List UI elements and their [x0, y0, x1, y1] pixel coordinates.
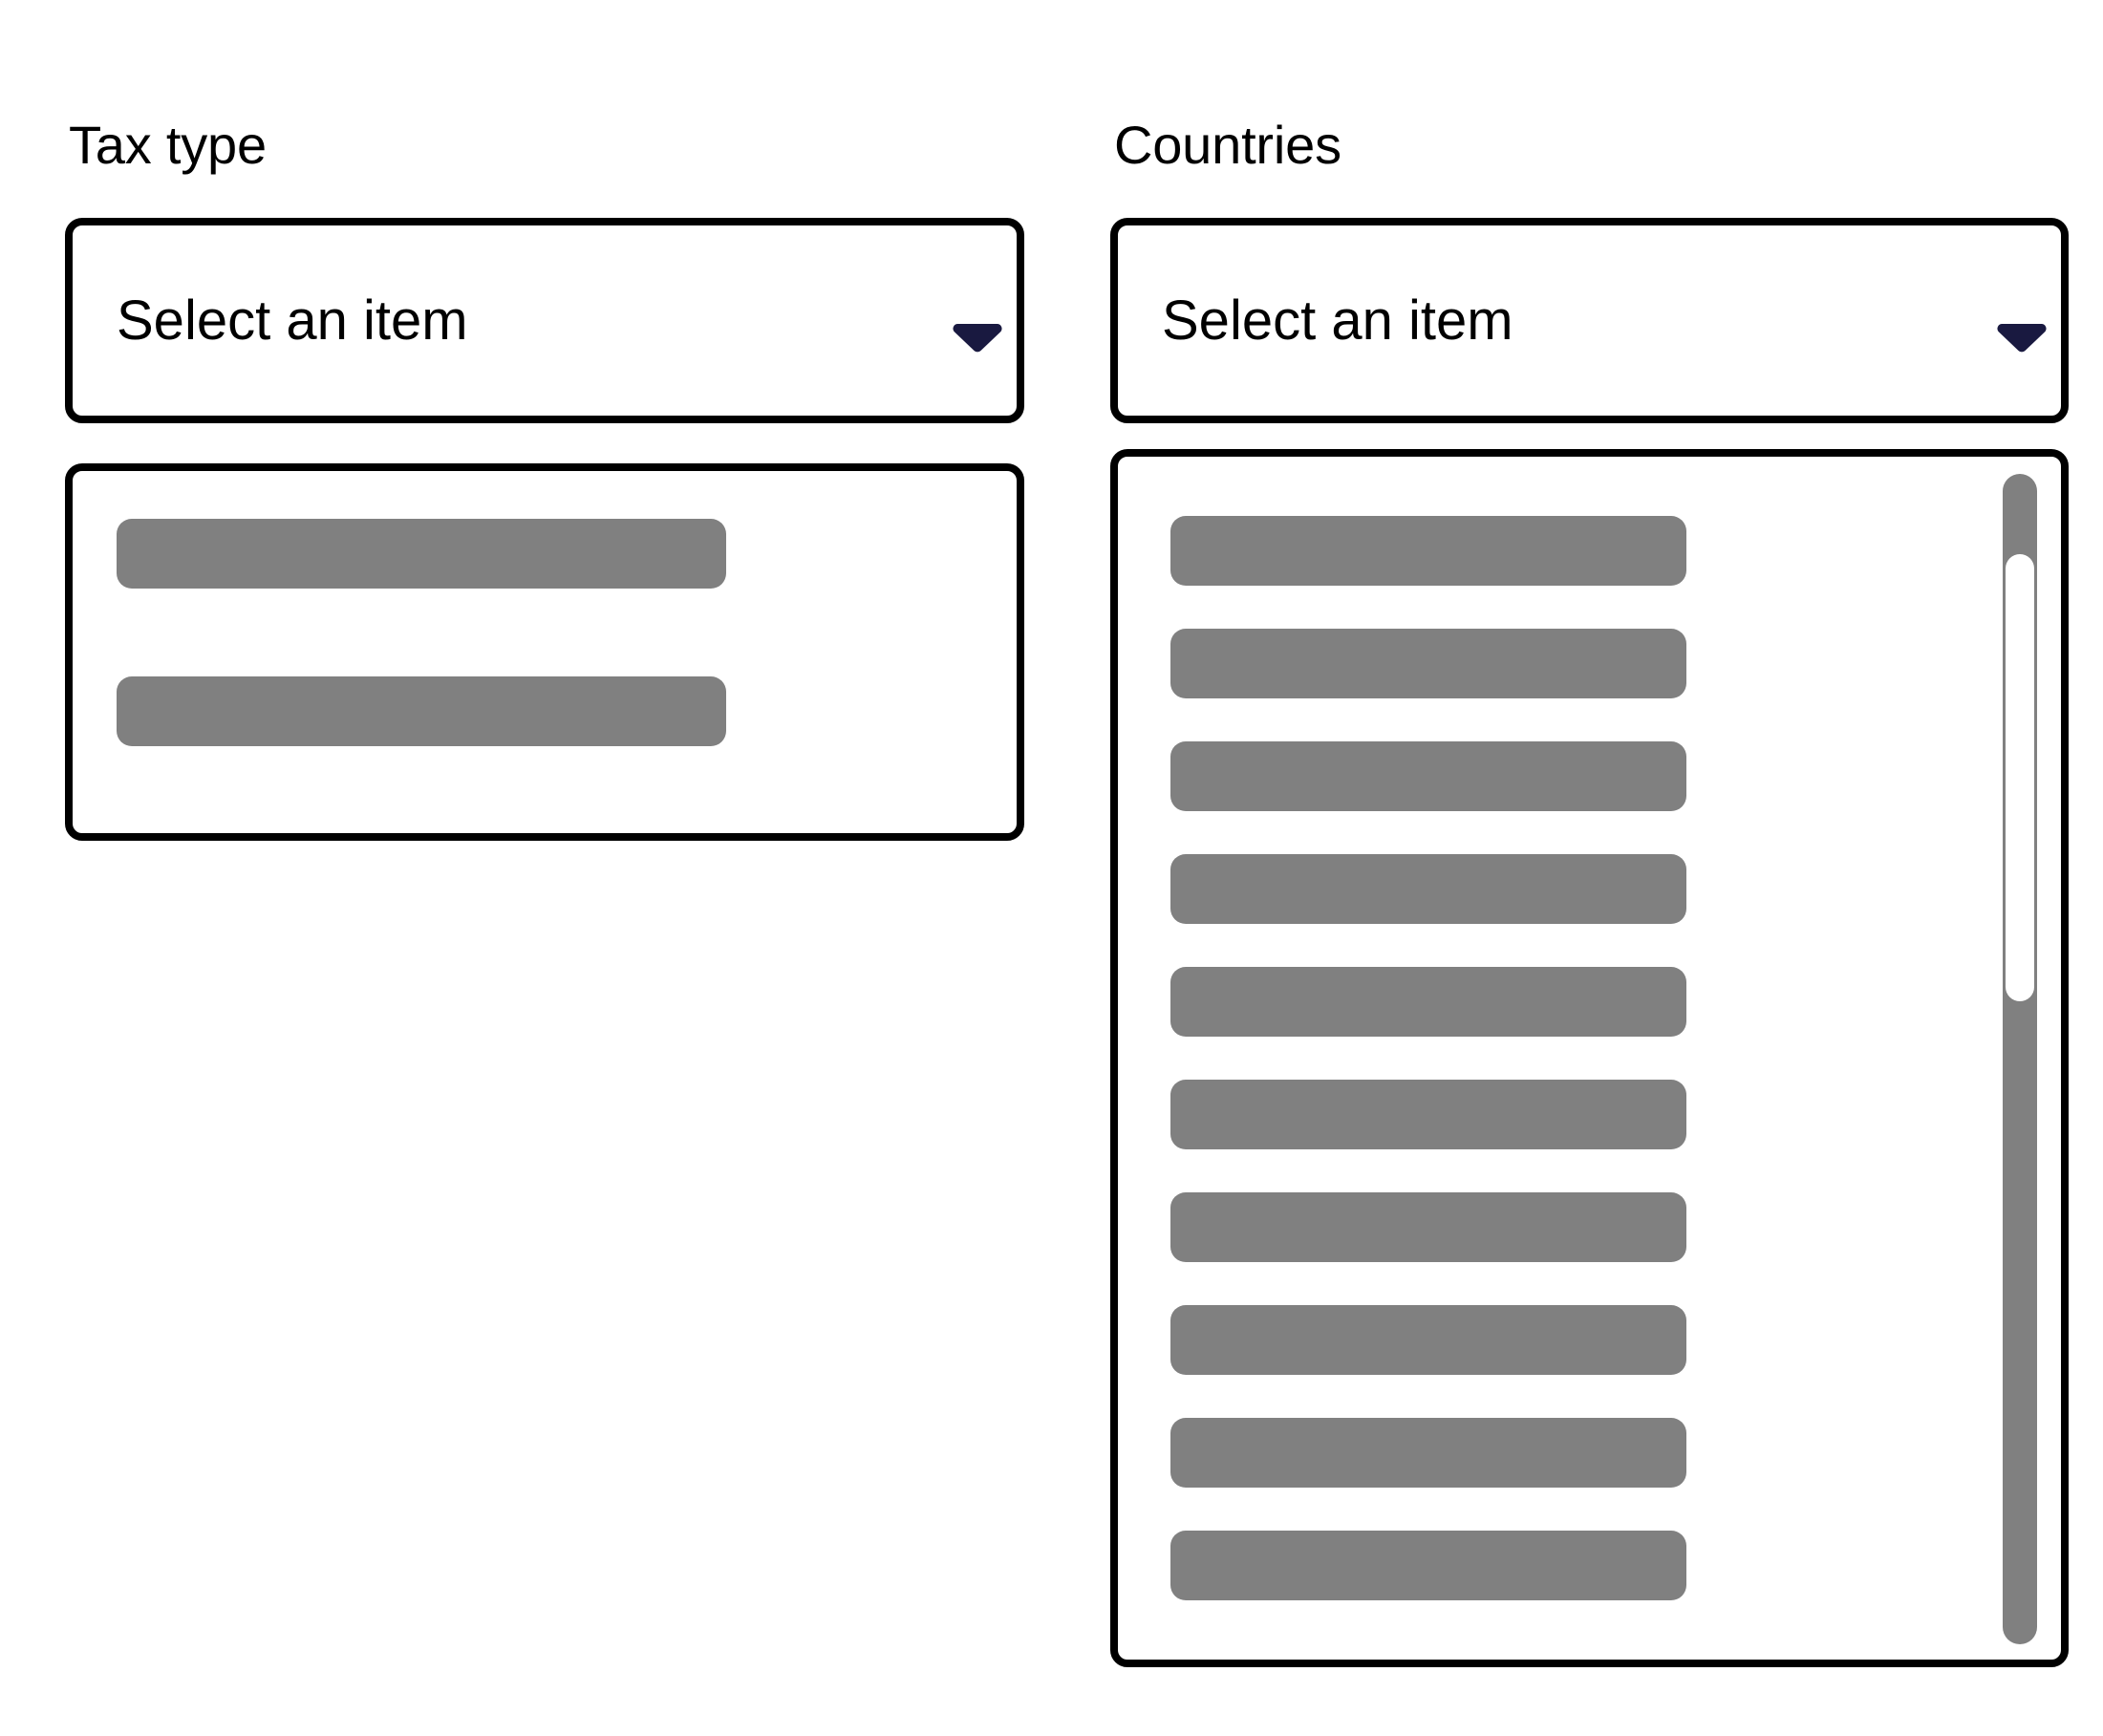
list-item[interactable] [1170, 516, 1686, 586]
countries-field-group: Countries Select an item [1110, 115, 2069, 423]
countries-listbox[interactable] [1110, 449, 2069, 1667]
list-item[interactable] [1170, 741, 1686, 811]
countries-listbox-scrollbar[interactable] [2003, 474, 2037, 1644]
list-item[interactable] [1170, 854, 1686, 924]
countries-select[interactable]: Select an item [1110, 218, 2069, 423]
list-item[interactable] [1170, 1192, 1686, 1262]
countries-select-value: Select an item [1162, 289, 1513, 352]
list-item[interactable] [1170, 1531, 1686, 1600]
list-item[interactable] [1170, 629, 1686, 698]
tax-type-field-group: Tax type Select an item [65, 115, 1024, 423]
list-item[interactable] [1170, 1418, 1686, 1488]
tax-type-label: Tax type [69, 115, 267, 175]
scrollbar-thumb[interactable] [2006, 554, 2034, 1001]
countries-label: Countries [1114, 115, 1341, 175]
tax-type-select-value: Select an item [117, 289, 468, 352]
list-item[interactable] [117, 676, 726, 746]
tax-type-listbox[interactable] [65, 463, 1024, 841]
list-item[interactable] [1170, 967, 1686, 1037]
tax-type-select[interactable]: Select an item [65, 218, 1024, 423]
list-item[interactable] [1170, 1305, 1686, 1375]
list-item[interactable] [1170, 1080, 1686, 1149]
list-item[interactable] [117, 519, 726, 589]
